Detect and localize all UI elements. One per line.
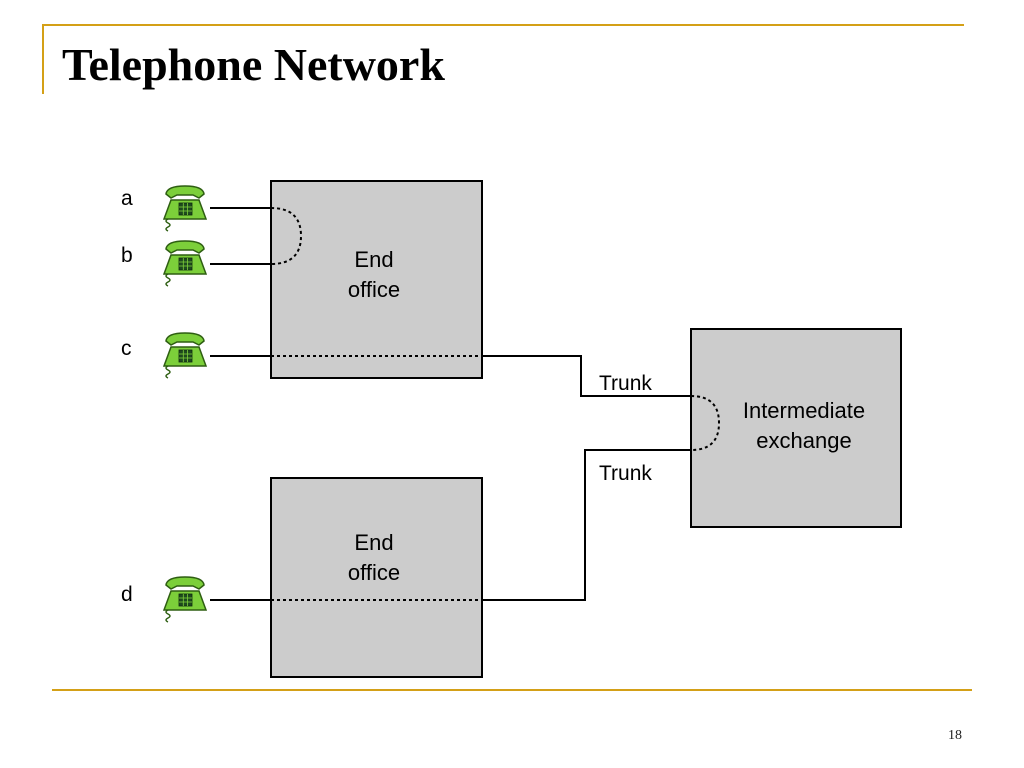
trunk-line-bottom — [482, 449, 691, 601]
slide-title: Telephone Network — [62, 39, 445, 90]
end-office-bottom-label-line2: office — [348, 560, 400, 585]
top-frame-rule — [42, 24, 964, 26]
phone-label-b: b — [121, 244, 133, 267]
exchange-label-line2: exchange — [756, 428, 851, 453]
trunk-line-top — [482, 355, 691, 397]
telephone-icon — [163, 576, 207, 623]
exchange-label-line1: Intermediate — [743, 398, 865, 423]
telephone-icon — [163, 185, 207, 232]
end-office-bottom-box — [270, 477, 483, 678]
intermediate-exchange-box — [690, 328, 902, 528]
end-office-top-box — [270, 180, 483, 379]
trunk-label-top: Trunk — [599, 372, 652, 395]
end-office-top-label-line1: End — [354, 247, 393, 272]
ab-internal-connection — [270, 207, 303, 265]
end-office-top-label-line2: office — [348, 277, 400, 302]
phone-label-d: d — [121, 583, 133, 606]
exchange-internal-connection — [690, 395, 721, 451]
telephone-icon — [163, 332, 207, 379]
trunk-label-bottom: Trunk — [599, 462, 652, 485]
left-frame-rule — [42, 24, 44, 94]
telephone-icon — [163, 240, 207, 287]
phone-label-c: c — [121, 337, 132, 360]
end-office-bottom-label-line1: End — [354, 530, 393, 555]
page-number: 18 — [948, 728, 962, 743]
phone-label-a: a — [121, 187, 133, 210]
bottom-frame-rule — [52, 689, 972, 691]
